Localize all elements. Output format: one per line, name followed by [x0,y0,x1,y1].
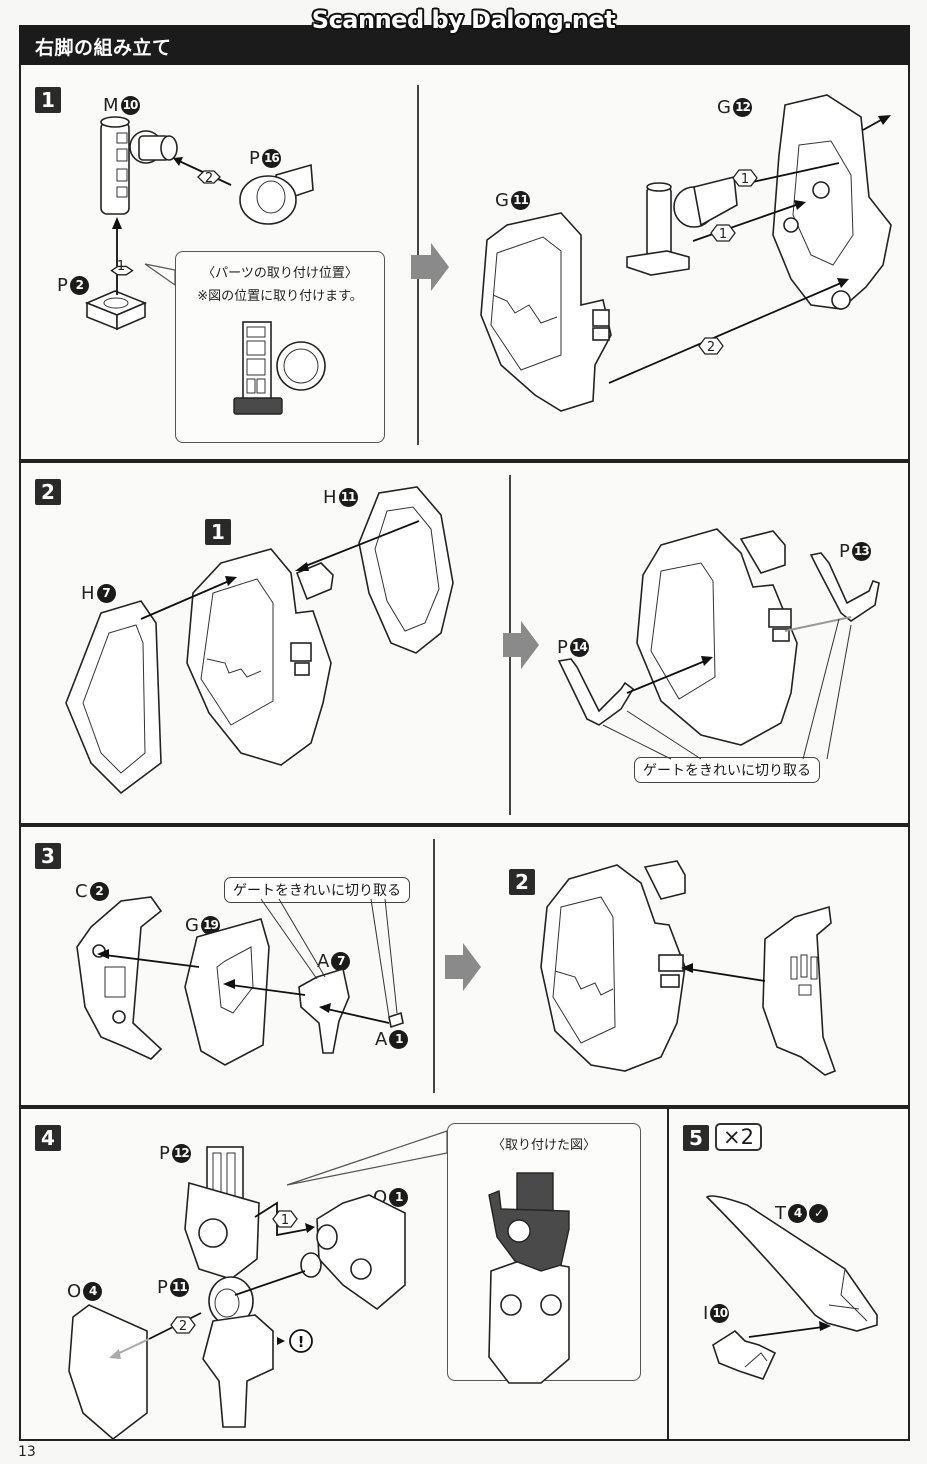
step-number-badge: 5 [683,1125,709,1151]
svg-text:!: ! [298,1333,305,1351]
multiplier-badge: ×2 [715,1123,762,1151]
part-p11 [202,1276,274,1428]
part-m10 [100,116,178,215]
svg-text:2: 2 [205,171,213,186]
step-number-badge: 1 [35,87,61,113]
watermark: Scanned by Dalong.net [311,6,616,34]
subassembly-1 [626,176,738,276]
svg-text:1: 1 [117,259,125,274]
part-g11 [480,212,612,412]
part-o1 [300,1194,406,1311]
step-4-illustration: 1 2 ! [68,1130,570,1441]
attached-view-diagram [488,1172,570,1384]
sticker-icon: ✓ [809,1204,828,1223]
part-g12 [772,94,892,310]
callout-title: 〈取り付けた図〉 [491,1138,596,1153]
step-number-badge: 3 [35,843,61,869]
part-p16 [239,163,314,225]
part-i10 [712,1329,777,1380]
subassembly-ref-badge: 1 [205,519,231,545]
page-number: 13 [18,1444,36,1460]
svg-text:2: 2 [707,340,715,355]
callout-text: ※図の位置に取り付けます。 [197,289,363,304]
next-arrow-icon [503,621,539,669]
svg-text:1: 1 [741,172,749,187]
svg-text:1: 1 [281,1213,289,1228]
part-t4 [705,1195,878,1332]
step-number-badge: 4 [35,1125,61,1151]
svg-text:1: 1 [719,227,727,242]
step-2-illustration [65,486,880,795]
part-p13 [809,552,880,622]
next-arrow-icon [411,243,449,291]
part-p12 [184,1146,260,1280]
step-1-illustration: 1 2 [84,94,892,415]
svg-text:2: 2 [179,1319,187,1334]
section-header: 右脚の組み立て [19,25,910,65]
part-h7 [65,600,162,795]
attachment-position-diagram [233,321,326,415]
section-title: 右脚の組み立て [35,37,172,59]
assembled-body [540,860,686,1072]
part-a1 [388,1011,404,1029]
step-number-badge: 2 [35,479,61,505]
gate-trim-note: ゲートをきれいに切り取る [634,757,820,783]
part-o4 [68,1304,148,1441]
subassembly-ref-badge: 2 [509,869,535,895]
part-p2 [84,290,148,331]
part-h11 [358,486,454,654]
part-a7 [298,967,350,1054]
part-p14 [557,658,635,726]
next-arrow-icon [445,943,481,991]
exclamation-icon: ! [277,1329,313,1353]
subassembly-1-body [186,548,334,766]
step-3-illustration [76,860,837,1076]
part-c2 [76,896,163,1060]
part-c2-assembled [762,905,837,1076]
assembled-body [636,528,798,746]
gate-trim-note: ゲートをきれいに切り取る [224,877,410,903]
part-g19 [184,918,270,1066]
callout-title: 〈パーツの取り付け位置〉 [202,266,358,281]
divider [433,839,435,1093]
step-5-illustration [705,1195,878,1380]
